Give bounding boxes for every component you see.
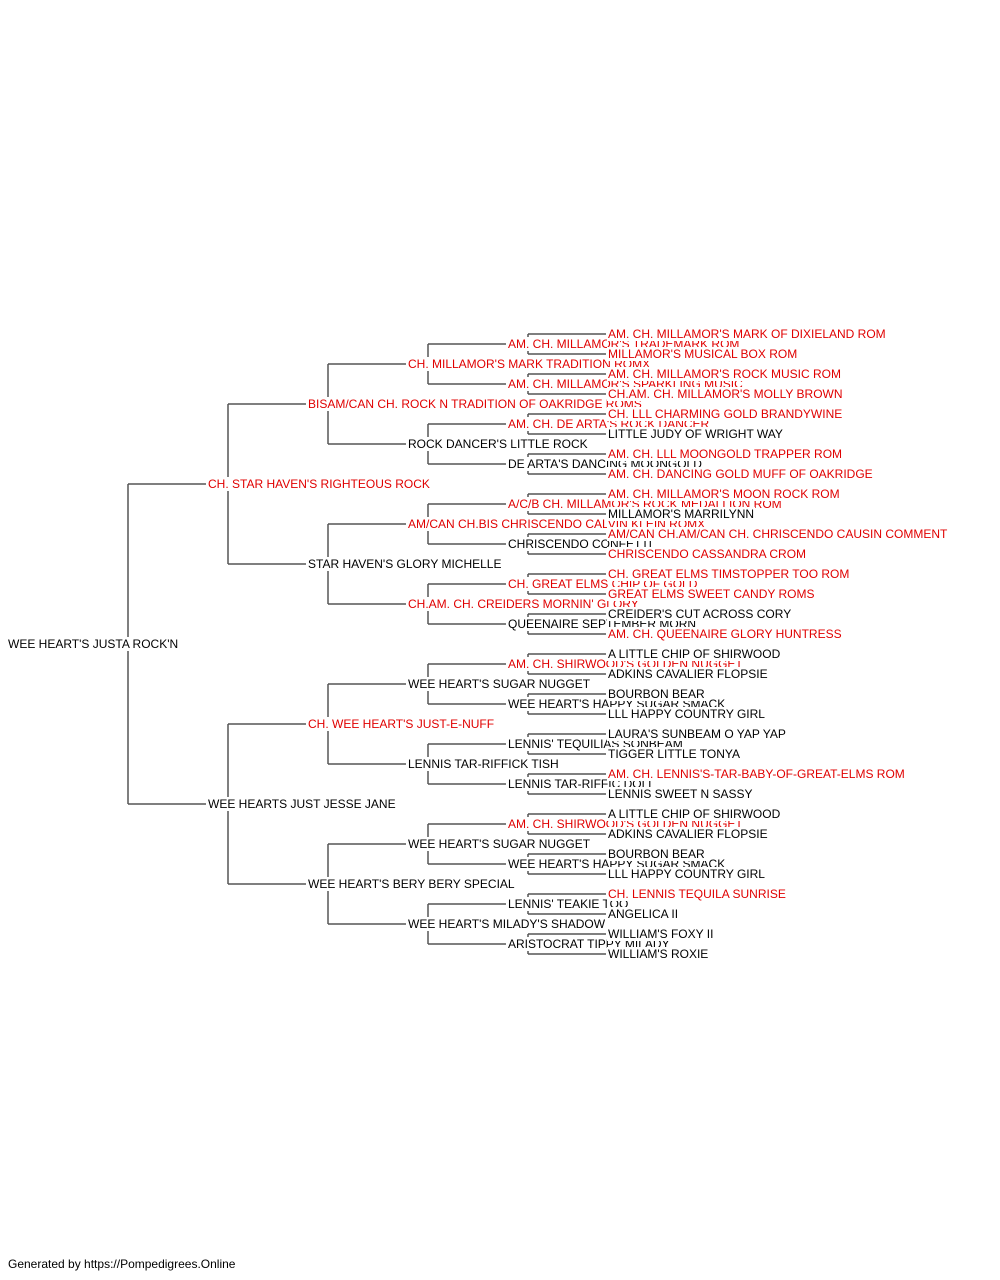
ancestor-name: WEE HEART'S SUGAR NUGGET [407, 837, 592, 851]
ancestor-name: CH.AM. CH. MILLAMOR'S MOLLY BROWN [607, 387, 844, 401]
ancestor-name: TIGGER LITTLE TONYA [607, 747, 742, 761]
ancestor-name: CREIDER'S CUT ACROSS CORY [607, 607, 793, 621]
ancestor-name: CH. GREAT ELMS TIMSTOPPER TOO ROM [607, 567, 851, 581]
ancestor-name: CH. STAR HAVEN'S RIGHTEOUS ROCK [207, 477, 431, 491]
ancestor-name: MILLAMOR'S MUSICAL BOX ROM [607, 347, 799, 361]
ancestor-name: MILLAMOR'S MARRILYNN [607, 507, 756, 521]
ancestor-name: STAR HAVEN'S GLORY MICHELLE [307, 557, 503, 571]
ancestor-name: CH. MILLAMOR'S MARK TRADITION ROMX [407, 357, 652, 371]
ancestor-name: AM/CAN CH.AM/CAN CH. CHRISCENDO CAUSIN C… [607, 527, 949, 541]
ancestor-name: CH. WEE HEART'S JUST-E-NUFF [307, 717, 496, 731]
ancestor-name: GREAT ELMS SWEET CANDY ROMS [607, 587, 816, 601]
ancestor-name: A LITTLE CHIP OF SHIRWOOD [607, 807, 782, 821]
footer-credit: Generated by https://Pompedigrees.Online [8, 1257, 236, 1271]
ancestor-name: CH.AM. CH. CREIDERS MORNIN' GLORY [407, 597, 640, 611]
ancestor-name: LENNIS SWEET N SASSY [607, 787, 754, 801]
ancestor-name: BISAM/CAN CH. ROCK N TRADITION OF OAKRID… [307, 397, 643, 411]
ancestor-name: LENNIS' TEAKIE TOO [507, 897, 630, 911]
ancestor-name: WEE HEART'S MILADY'S SHADOW [407, 917, 607, 931]
ancestor-name: AM. CH. LENNIS'S-TAR-BABY-OF-GREAT-ELMS … [607, 767, 906, 781]
ancestor-name: LLL HAPPY COUNTRY GIRL [607, 867, 766, 881]
ancestor-name: WILLIAM'S FOXY II [607, 927, 715, 941]
ancestor-name: ADKINS CAVALIER FLOPSIE [607, 667, 769, 681]
ancestor-name: AM. CH. MILLAMOR'S MOON ROCK ROM [607, 487, 841, 501]
ancestor-name: A LITTLE CHIP OF SHIRWOOD [607, 647, 782, 661]
ancestor-name: AM. CH. LLL MOONGOLD TRAPPER ROM [607, 447, 844, 461]
ancestor-name: AM. CH. DANCING GOLD MUFF OF OAKRIDGE [607, 467, 874, 481]
ancestor-name: BOURBON BEAR [607, 687, 706, 701]
ancestor-name: CH. LENNIS TEQUILA SUNRISE [607, 887, 787, 901]
ancestor-name: CHRISCENDO CASSANDRA CROM [607, 547, 808, 561]
ancestor-name: ANGELICA II [607, 907, 680, 921]
ancestor-name: WEE HEART'S BERY BERY SPECIAL [307, 877, 516, 891]
ancestor-name: ADKINS CAVALIER FLOPSIE [607, 827, 769, 841]
subject-dog-name: WEE HEART'S JUSTA ROCK'N [7, 637, 180, 651]
ancestor-name: BOURBON BEAR [607, 847, 706, 861]
ancestor-name: ROCK DANCER'S LITTLE ROCK [407, 437, 589, 451]
ancestor-name: AM. CH. MILLAMOR'S ROCK MUSIC ROM [607, 367, 842, 381]
ancestor-name: LENNIS TAR-RIFFICK TISH [407, 757, 560, 771]
ancestor-name: AM. CH. MILLAMOR'S MARK OF DIXIELAND ROM [607, 327, 887, 341]
ancestor-name: WEE HEARTS JUST JESSE JANE [207, 797, 397, 811]
ancestor-name: CH. LLL CHARMING GOLD BRANDYWINE [607, 407, 844, 421]
ancestor-name: LAURA'S SUNBEAM O YAP YAP [607, 727, 787, 741]
ancestor-name: WEE HEART'S SUGAR NUGGET [407, 677, 592, 691]
ancestor-name: AM. CH. QUEENAIRE GLORY HUNTRESS [607, 627, 843, 641]
ancestor-name: WILLIAM'S ROXIE [607, 947, 710, 961]
ancestor-name: LLL HAPPY COUNTRY GIRL [607, 707, 766, 721]
ancestor-name: LITTLE JUDY OF WRIGHT WAY [607, 427, 784, 441]
